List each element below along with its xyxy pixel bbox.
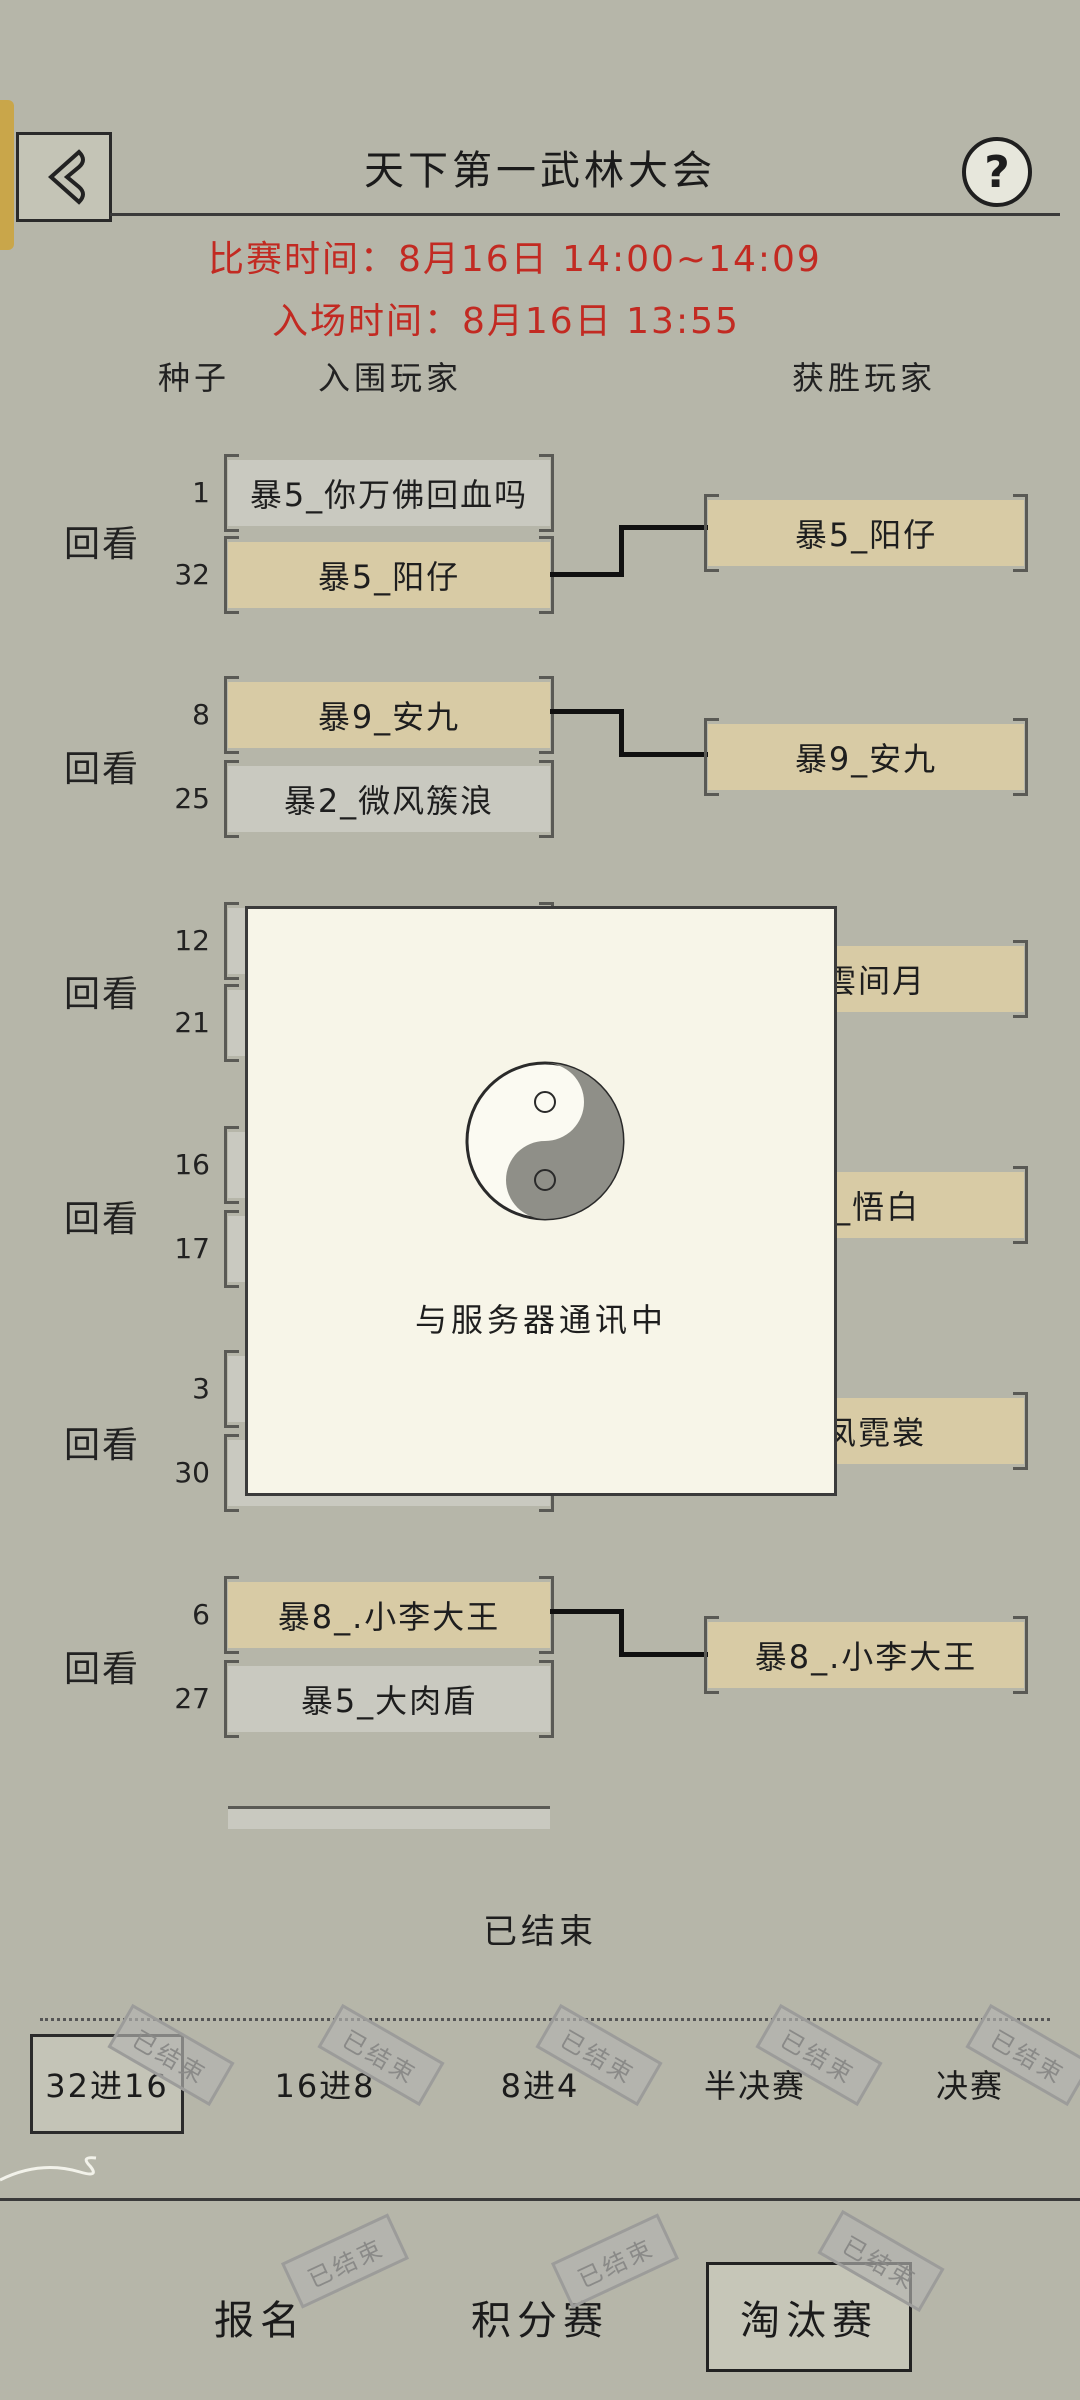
- entrant-box: 暴9_安九: [224, 676, 554, 754]
- bracket-line: [550, 572, 624, 577]
- bracket-line: [619, 525, 624, 577]
- tab-final[interactable]: 决赛: [935, 2067, 1004, 2105]
- bracket-line: [619, 752, 708, 757]
- tab-semifinal[interactable]: 半决赛: [703, 2067, 806, 2105]
- seed-number: 6: [192, 1598, 210, 1631]
- seed-number: 8: [192, 698, 210, 731]
- entrant-box: 暴5_大肉盾: [224, 1660, 554, 1738]
- bracket-line: [550, 709, 624, 714]
- back-arrow-icon: [47, 149, 85, 205]
- bracket-line: [619, 1609, 624, 1657]
- seed-number: 1: [192, 476, 210, 509]
- entrant-box: 暴5_你万佛回血吗: [224, 454, 554, 532]
- winner-box: 暴8_.小李大王: [704, 1616, 1028, 1694]
- bracket-line: [619, 709, 624, 757]
- replay-button[interactable]: 回看: [64, 1199, 141, 1240]
- seed-number: 27: [174, 1682, 210, 1715]
- bottom-divider: [0, 2198, 1080, 2201]
- column-winners: 获胜玩家: [792, 359, 937, 397]
- replay-button[interactable]: 回看: [64, 749, 141, 790]
- entrant-box: 暴8_.小李大王: [224, 1576, 554, 1654]
- seed-number: 17: [174, 1232, 210, 1265]
- seed-number: 3: [192, 1372, 210, 1405]
- tab-round-16[interactable]: 16进8: [274, 2067, 376, 2105]
- seed-number: 16: [174, 1148, 210, 1181]
- bracket-line: [619, 1652, 708, 1657]
- tab-signup[interactable]: 报名: [214, 2298, 306, 2344]
- winner-box: 暴5_阳仔: [704, 494, 1028, 572]
- entrant-box: 暴5_阳仔: [224, 536, 554, 614]
- round-status: 已结束: [483, 1912, 597, 1952]
- seed-number: 32: [174, 558, 210, 591]
- loading-message: 与服务器通讯中: [414, 1301, 667, 1339]
- tab-points-match[interactable]: 积分赛: [471, 2298, 609, 2344]
- ended-stamp: 已结束: [280, 2213, 410, 2309]
- help-button[interactable]: ?: [962, 137, 1032, 207]
- cloud-swirl-decoration: [0, 2156, 97, 2182]
- seed-number: 25: [174, 782, 210, 815]
- header-divider: [110, 213, 1060, 216]
- tab-knockout[interactable]: 淘汰赛: [706, 2262, 912, 2372]
- seed-number: 30: [174, 1456, 210, 1489]
- winner-box: 暴9_安九: [704, 718, 1028, 796]
- seed-number: 21: [174, 1006, 210, 1039]
- replay-button[interactable]: 回看: [64, 524, 141, 565]
- back-button[interactable]: [16, 132, 112, 222]
- clipped-entrant-box: [228, 1806, 550, 1829]
- page-title: 天下第一武林大会: [364, 148, 716, 194]
- dotted-divider: [40, 2018, 1050, 2021]
- bracket-line: [550, 1609, 624, 1614]
- column-entrants: 入围玩家: [318, 359, 463, 397]
- loading-dialog: 与服务器通讯中: [245, 906, 837, 1496]
- replay-button[interactable]: 回看: [64, 1425, 141, 1466]
- match-time: 比赛时间：8月16日 14:00~14:09: [208, 239, 822, 280]
- entrant-box: 暴2_微风簇浪: [224, 760, 554, 838]
- column-seed: 种子: [158, 359, 231, 397]
- side-tab-accent: [0, 100, 14, 250]
- bracket-line: [619, 525, 708, 530]
- entry-time: 入场时间：8月16日 13:55: [272, 301, 740, 342]
- tab-round-8[interactable]: 8进4: [500, 2067, 580, 2105]
- replay-button[interactable]: 回看: [64, 1649, 141, 1690]
- seed-number: 12: [174, 924, 210, 957]
- yin-yang-icon: [465, 1061, 625, 1221]
- replay-button[interactable]: 回看: [64, 974, 141, 1015]
